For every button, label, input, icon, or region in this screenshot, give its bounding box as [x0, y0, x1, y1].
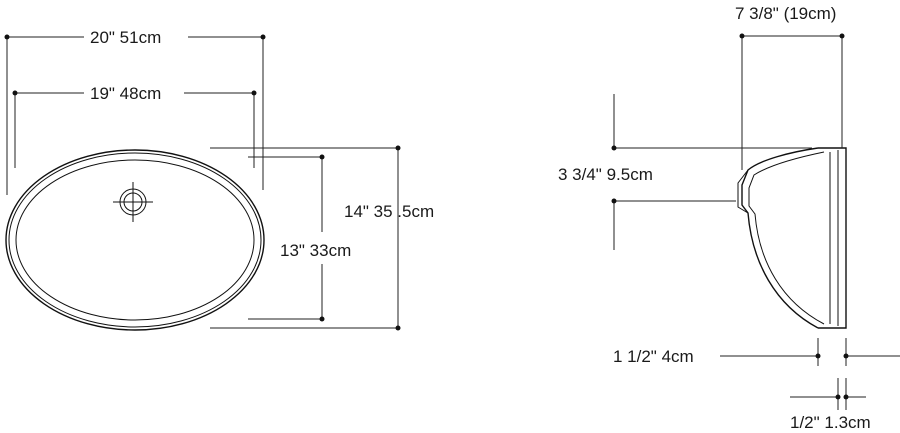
outer-width-dimension: 20" 51cm — [4, 28, 266, 195]
inner-length-dimension: 13" 33cm — [248, 154, 351, 322]
drain-crosshair-icon — [113, 182, 153, 222]
bowl-profile-outline — [741, 147, 819, 329]
outer-length-dimension: 14" 35 .5cm — [210, 145, 434, 331]
overall-depth-dimension: 7 3/8" (19cm) — [735, 4, 845, 170]
bowl-inner-outline — [15, 159, 255, 321]
drain-height-dimension: 3 3/4" 9.5cm — [558, 94, 812, 250]
rim-flange-outline — [818, 147, 847, 329]
rim-height-dimension: 1 1/2" 4cm — [613, 338, 900, 366]
drain-height-label: 3 3/4" 9.5cm — [558, 165, 653, 184]
lip-thickness-dimension: 1/2" 1.3cm — [790, 378, 871, 432]
outer-length-label: 14" 35 .5cm — [344, 202, 434, 221]
lip-thickness-label: 1/2" 1.3cm — [790, 413, 871, 432]
inner-width-label: 19" 48cm — [90, 84, 161, 103]
top-view: 20" 51cm 19" 48cm 14" 35 .5cm — [4, 28, 434, 331]
outer-width-label: 20" 51cm — [90, 28, 161, 47]
side-view: 7 3/8" (19cm) 3 3/4" 9.5cm 1 1/2" 4cm — [558, 4, 900, 432]
inner-width-dimension: 19" 48cm — [12, 84, 257, 168]
overall-depth-label: 7 3/8" (19cm) — [735, 4, 836, 23]
inner-length-label: 13" 33cm — [280, 241, 351, 260]
drain-stub-outline — [737, 169, 749, 214]
rim-outer-outline — [5, 149, 265, 331]
rim-height-label: 1 1/2" 4cm — [613, 347, 694, 366]
rim-middle-outline — [8, 152, 262, 328]
